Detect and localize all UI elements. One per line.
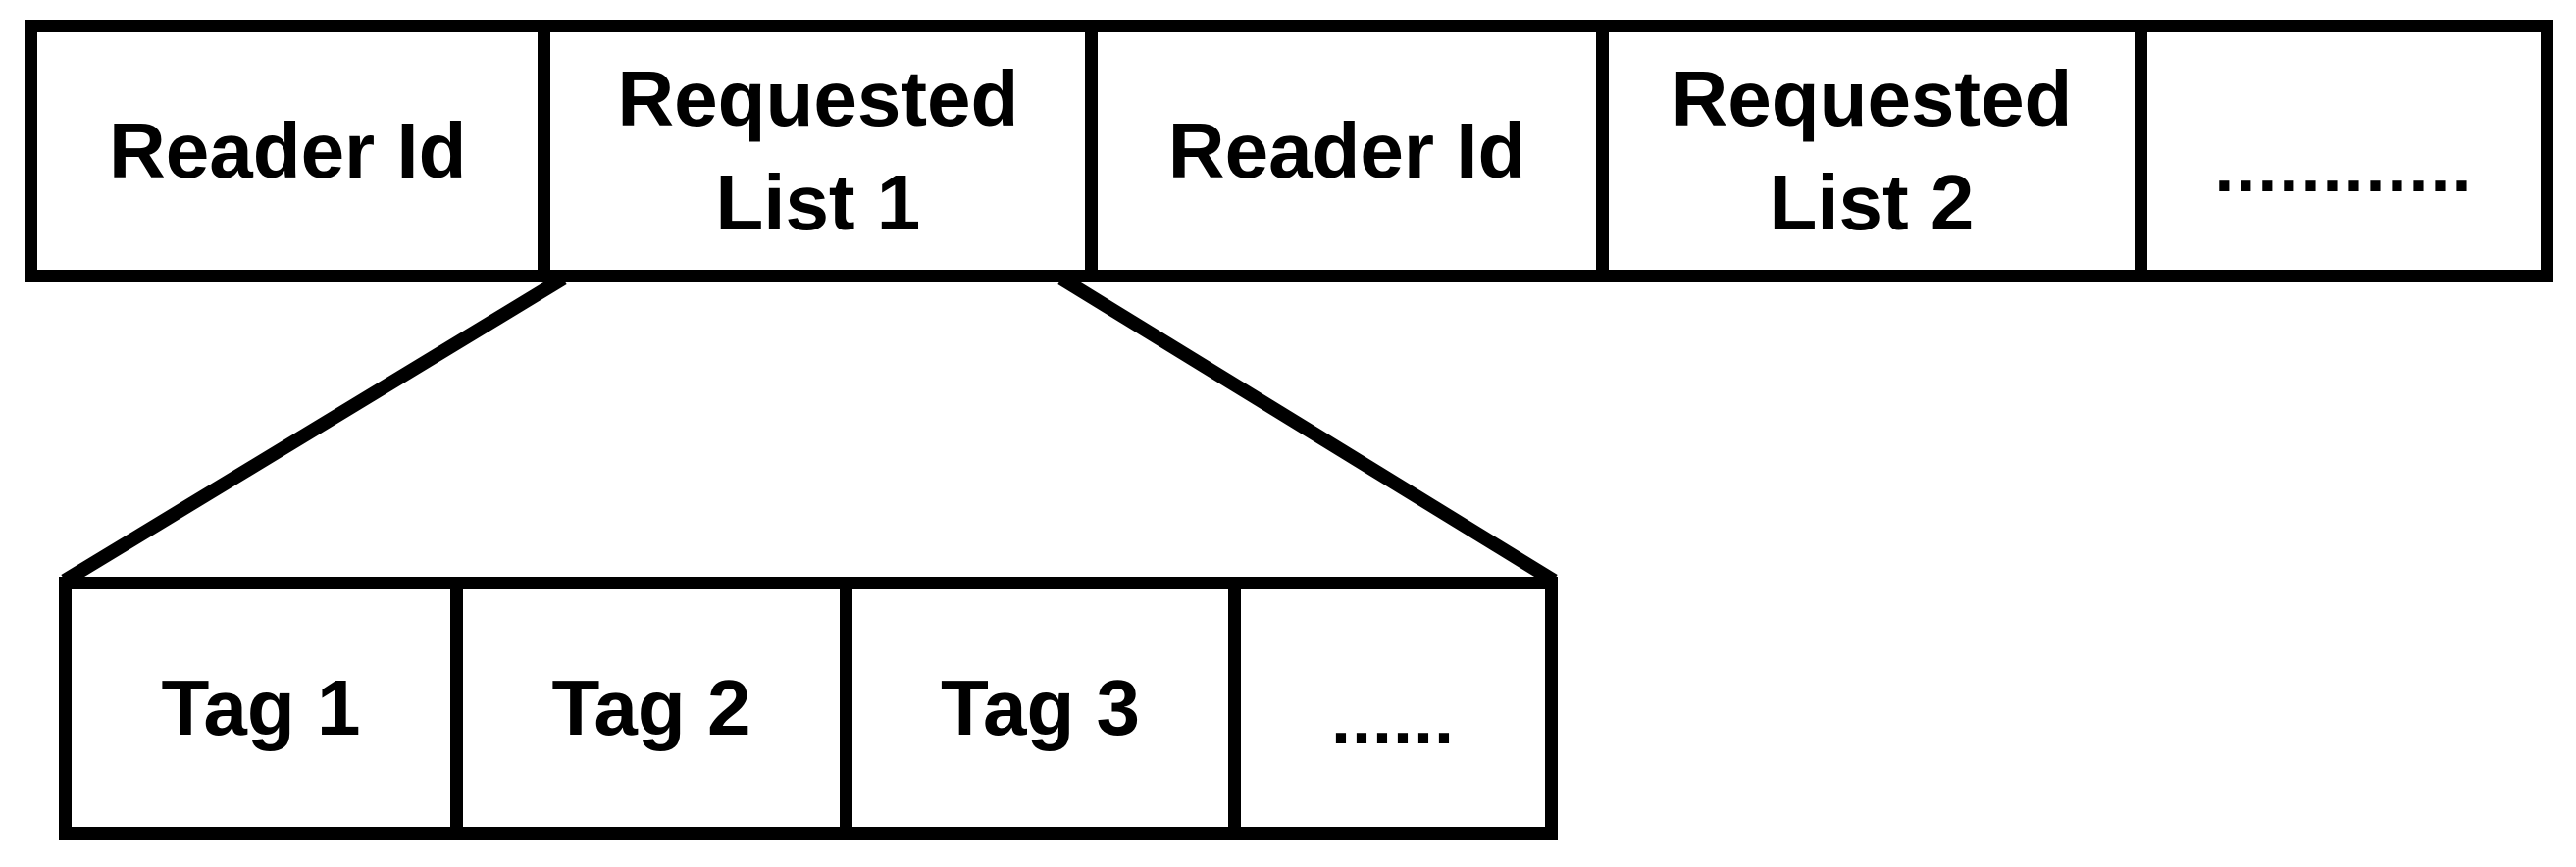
cell-reader-id-1: Reader Id [37, 32, 551, 270]
cell-requested-list-2: Requested List 2 [1609, 32, 2147, 270]
expanded-list-row: Tag 1 Tag 2 Tag 3 ...... [59, 577, 1558, 840]
expansion-line-left [61, 273, 567, 586]
cell-tag-3: Tag 3 [852, 589, 1242, 827]
top-row: Reader Id Requested List 1 Reader Id Req… [25, 20, 2553, 282]
cell-tag-continuation-dots: ...... [1331, 681, 1456, 759]
cell-requested-list-1: Requested List 1 [550, 32, 1099, 270]
cell-tag-2: Tag 2 [463, 589, 852, 827]
cell-reader-id-2: Reader Id [1098, 32, 1609, 270]
cell-continuation-dots: ............ [2214, 128, 2474, 207]
cell-tag-1: Tag 1 [72, 589, 463, 827]
expansion-line-right [1057, 273, 1558, 586]
